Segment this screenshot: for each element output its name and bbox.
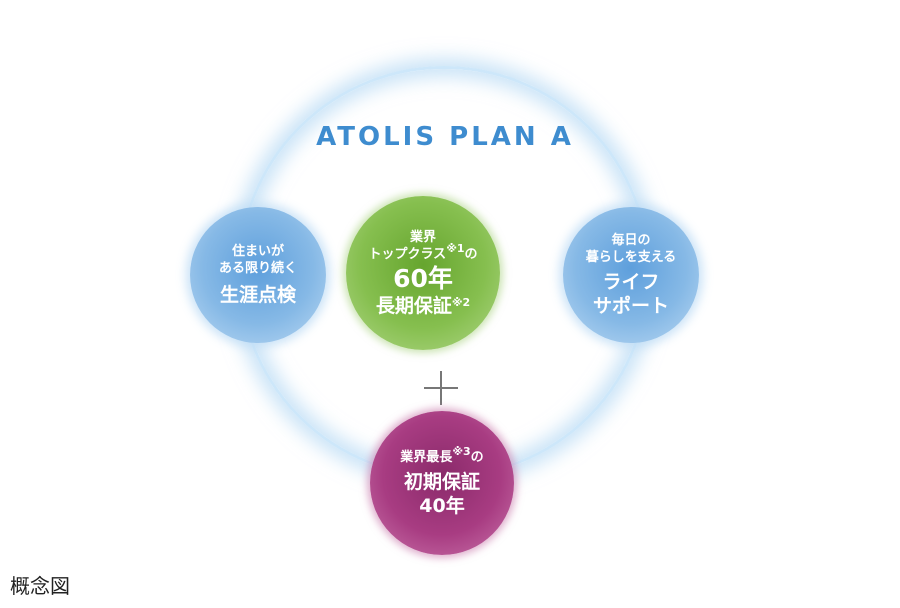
right-line1: 毎日の bbox=[611, 233, 651, 248]
center-main2: 長期保証※2 bbox=[375, 294, 471, 317]
center-line1: 業界 bbox=[409, 229, 436, 245]
bottom-main1: 初期保証 bbox=[403, 470, 480, 493]
bottom-main2: 40年 bbox=[419, 494, 465, 517]
plan-title: ATOLIS PLAN A bbox=[316, 122, 574, 152]
center-line2: トップクラス※1の bbox=[368, 241, 478, 262]
plus-icon bbox=[421, 368, 461, 408]
circle-long-term-warranty: 業界 トップクラス※1の 60年 長期保証※2 bbox=[346, 196, 500, 350]
left-line2: ある限り続く bbox=[218, 261, 297, 276]
right-main1: ライフ bbox=[602, 271, 660, 293]
left-main: 生涯点検 bbox=[219, 284, 296, 306]
note-marker-2: ※2 bbox=[451, 295, 471, 309]
bottom-line1: 業界最長※3の bbox=[400, 444, 484, 465]
right-main2: サポート bbox=[592, 295, 669, 317]
caption: 概念図 bbox=[10, 574, 70, 598]
right-line2: 暮らしを支える bbox=[585, 250, 677, 265]
left-line1: 住まいが bbox=[231, 244, 284, 259]
note-marker-3: ※3 bbox=[452, 444, 471, 458]
circle-lifetime-inspection: 住まいが ある限り続く 生涯点検 bbox=[190, 207, 326, 343]
circle-initial-warranty: 業界最長※3の 初期保証 40年 bbox=[370, 411, 514, 555]
note-marker-1: ※1 bbox=[446, 241, 465, 255]
circle-life-support: 毎日の 暮らしを支える ライフ サポート bbox=[563, 207, 699, 343]
center-main1: 60年 bbox=[393, 263, 453, 293]
